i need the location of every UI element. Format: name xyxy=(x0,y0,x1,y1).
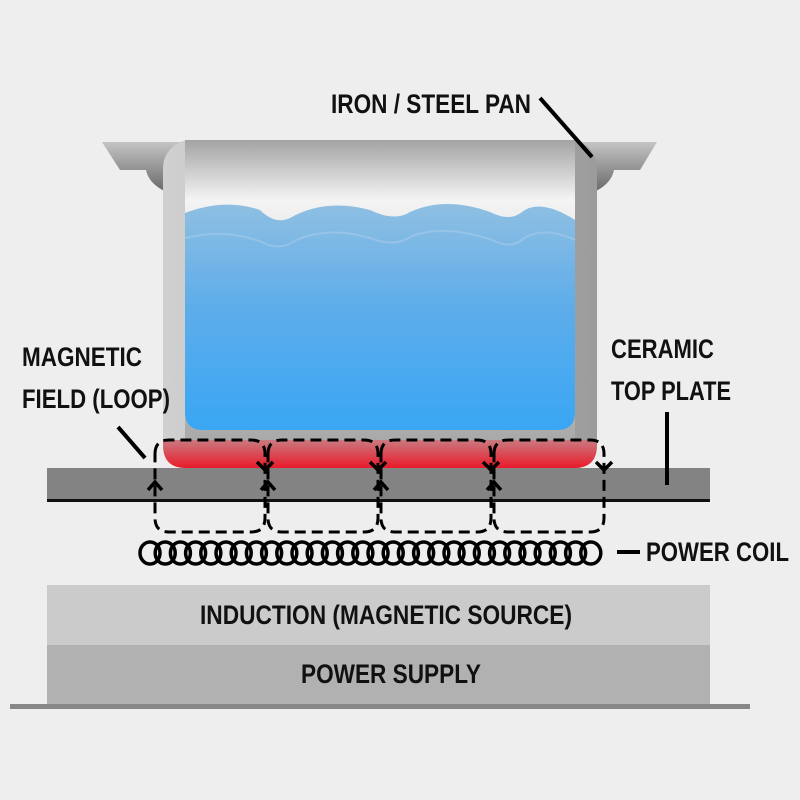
label-ceramic-1: CERAMIC xyxy=(611,334,714,364)
coil-turn xyxy=(320,540,345,566)
arrow-down-icon xyxy=(255,460,275,473)
coil-turn xyxy=(335,540,360,566)
field-leader-line xyxy=(116,425,147,460)
coil-turn xyxy=(351,540,375,566)
field-loop xyxy=(492,438,606,534)
base-line xyxy=(10,704,750,709)
power-supply-block xyxy=(47,645,710,705)
label-induction: INDUCTION (MAGNETIC SOURCE) xyxy=(200,600,572,630)
coil-turn xyxy=(442,540,466,566)
arrow-up-icon xyxy=(259,479,277,492)
arrow-up-icon xyxy=(372,479,390,492)
power-coil xyxy=(138,540,603,566)
coil-turn xyxy=(244,540,269,566)
coil-turn xyxy=(259,540,284,566)
label-power-coil: POWER COIL xyxy=(646,537,789,567)
magnetic-field-loops xyxy=(153,438,606,534)
label-magnetic-field-2: FIELD (LOOP) xyxy=(22,384,170,414)
field-loop xyxy=(153,438,267,534)
pan-leader-line xyxy=(538,96,594,159)
coil-turn xyxy=(457,540,481,566)
coil-turn xyxy=(533,540,557,566)
coil-turn xyxy=(229,540,253,566)
coil-turn xyxy=(518,540,542,566)
coil-turn xyxy=(503,540,527,566)
coil-turn xyxy=(183,540,208,566)
field-arrows xyxy=(146,460,614,492)
arrow-up-icon xyxy=(146,479,164,492)
field-loop xyxy=(379,438,493,534)
coil-turn xyxy=(487,540,512,566)
coil-turn xyxy=(214,540,238,566)
coil-turn xyxy=(548,540,573,566)
coil-turn xyxy=(305,540,329,566)
water xyxy=(185,204,575,430)
coil-turn xyxy=(290,540,314,566)
coil-turn xyxy=(168,540,193,566)
arrow-up-icon xyxy=(485,479,503,492)
coil-turn xyxy=(563,540,588,566)
arrow-down-icon xyxy=(368,460,388,473)
label-pan: IRON / STEEL PAN xyxy=(331,89,531,119)
water-wave-highlight xyxy=(184,229,576,248)
label-ceramic-2: TOP PLATE xyxy=(611,376,731,406)
arrow-down-icon xyxy=(481,460,501,473)
coil-turn xyxy=(427,540,451,566)
coil-turn xyxy=(199,540,223,566)
coil-turn xyxy=(138,540,162,566)
coil-turn xyxy=(472,540,497,566)
coil-turn xyxy=(579,540,603,566)
arrow-down-icon xyxy=(594,460,614,473)
coil-turn xyxy=(366,540,390,566)
coil-turn xyxy=(411,540,436,566)
coil-turn xyxy=(153,540,177,566)
coil-turn xyxy=(275,540,299,566)
field-loop xyxy=(266,438,380,534)
label-power-supply: POWER SUPPLY xyxy=(301,659,481,689)
coil-turn xyxy=(381,540,405,566)
label-magnetic-field-1: MAGNETIC xyxy=(22,342,142,372)
coil-turn xyxy=(396,540,421,566)
pan xyxy=(102,140,657,470)
induction-block xyxy=(47,585,710,645)
